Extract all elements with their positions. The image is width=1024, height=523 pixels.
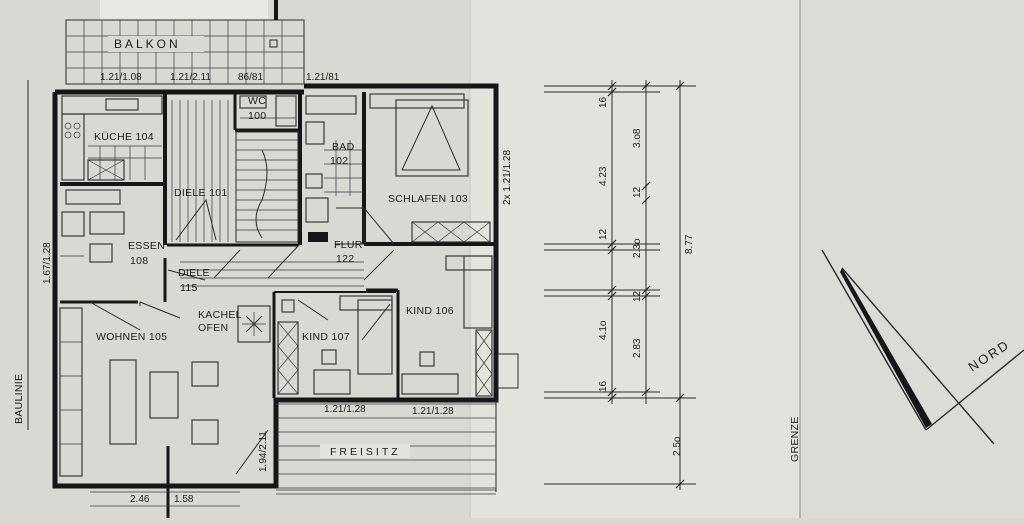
opening-dim-10: 2.46 xyxy=(130,494,150,505)
dim-16-top: 16 xyxy=(598,96,609,108)
label-diele101: DIELE 101 xyxy=(174,187,227,199)
bedroom-furniture xyxy=(369,93,491,243)
freisitz-label-bg xyxy=(320,444,410,458)
label-bad-number: 102 xyxy=(330,155,348,167)
staircase xyxy=(171,100,299,243)
paper-highlight xyxy=(100,0,268,20)
balkon-area xyxy=(65,19,305,85)
opening-dim-7: 1.21/1.28 xyxy=(324,404,366,415)
freisitz-terrace xyxy=(276,400,497,492)
dimension-ticks xyxy=(607,81,685,489)
label-bad: BAD xyxy=(332,141,355,153)
dim-12-a: 12 xyxy=(632,186,643,198)
opening-dim-4: 1.21/81 xyxy=(306,72,340,83)
opening-dim-8: 1.21/1.28 xyxy=(412,406,454,417)
label-kueche: KÜCHE 104 xyxy=(94,131,154,143)
dim-4-10: 4.1o xyxy=(598,320,609,340)
dimension-chain xyxy=(544,80,696,490)
bath-fixtures xyxy=(305,95,362,242)
dim-12-c: 12 xyxy=(632,290,643,302)
label-balkon: BALKON xyxy=(114,37,181,51)
label-kachel: KACHEL xyxy=(198,309,242,321)
label-essen: ESSEN xyxy=(128,240,165,252)
label-schlafen: SCHLAFEN 103 xyxy=(388,193,468,205)
paper-page-edge xyxy=(800,0,1024,518)
label-wc-number: 100 xyxy=(248,110,266,122)
south-strip xyxy=(90,489,496,507)
opening-dim-11: 1.58 xyxy=(174,494,194,505)
label-kind107: KIND 107 xyxy=(302,331,350,343)
opening-dim-6: 1.67/1.28 xyxy=(42,242,53,284)
dim-4-23: 4.23 xyxy=(598,166,609,186)
opening-dim-5: 2x 1.21/1.28 xyxy=(502,150,513,205)
label-baulinie: BAULINIE xyxy=(13,374,25,424)
outer-walls xyxy=(52,83,499,489)
wc-fixtures xyxy=(239,95,297,127)
label-flur: FLUR xyxy=(334,239,363,251)
opening-dim-2: 1.21/2.11 xyxy=(170,72,211,83)
label-wc: WC xyxy=(248,95,266,107)
opening-dim-3: 86/81 xyxy=(238,72,263,83)
dining-furniture xyxy=(60,189,125,263)
kid107-furniture xyxy=(277,295,393,395)
living-furniture xyxy=(59,301,269,518)
label-essen-number: 108 xyxy=(130,255,148,267)
balcony-post-base xyxy=(269,39,278,48)
interior-walls xyxy=(60,92,494,398)
label-diele115: DIELE xyxy=(178,267,210,279)
tiled-stove xyxy=(237,305,271,343)
label-grenze: GRENZE xyxy=(789,416,801,462)
label-ofen: OFEN xyxy=(198,322,228,334)
dim-2-30: 2.3o xyxy=(632,238,643,258)
dim-12-b: 12 xyxy=(598,228,609,240)
opening-dim-9: 1.94/2.11 xyxy=(258,431,269,472)
kid106-furniture xyxy=(401,255,519,397)
paper-page-right xyxy=(470,0,800,518)
label-wohnen: WOHNEN 105 xyxy=(96,331,167,343)
dim-2-50: 2.5o xyxy=(672,436,683,456)
dim-3-08: 3.o8 xyxy=(632,128,643,148)
dim-8-77: 8.77 xyxy=(684,234,695,254)
dim-2-83: 2.83 xyxy=(632,338,643,358)
hall-lines xyxy=(167,207,395,287)
label-freisitz: FREISITZ xyxy=(330,446,401,458)
opening-dim-1: 1.21/1.08 xyxy=(100,72,142,83)
north-arrow xyxy=(821,249,1024,445)
dim-16-bottom: 16 xyxy=(598,380,609,392)
kitchen-furniture xyxy=(61,95,163,181)
label-diele115-number: 115 xyxy=(180,282,198,294)
label-kind106: KIND 106 xyxy=(406,305,454,317)
label-flur-number: 122 xyxy=(336,253,354,265)
